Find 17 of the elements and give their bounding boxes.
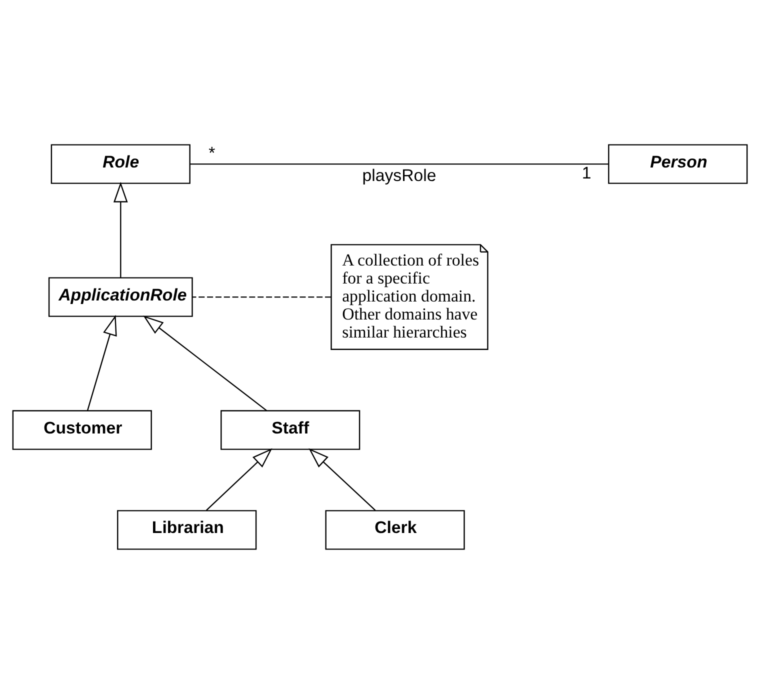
node-box: Librarian	[117, 510, 257, 550]
arrow	[86, 314, 117, 410]
connector	[190, 162, 608, 164]
node-box: Clerk	[325, 510, 465, 550]
connector	[192, 296, 331, 298]
arrow	[143, 315, 268, 411]
label: 1	[582, 163, 592, 182]
arrow	[113, 181, 128, 278]
node-box: Staff	[220, 410, 360, 450]
label: *	[208, 142, 216, 162]
arrow	[308, 448, 376, 510]
node-box: Role	[50, 144, 190, 184]
arrow	[206, 448, 272, 510]
node-box: ApplicationRole	[48, 276, 193, 316]
node-box: Customer	[12, 410, 152, 450]
edge-label: playsRole	[362, 166, 436, 185]
node-box: Person	[608, 144, 748, 184]
